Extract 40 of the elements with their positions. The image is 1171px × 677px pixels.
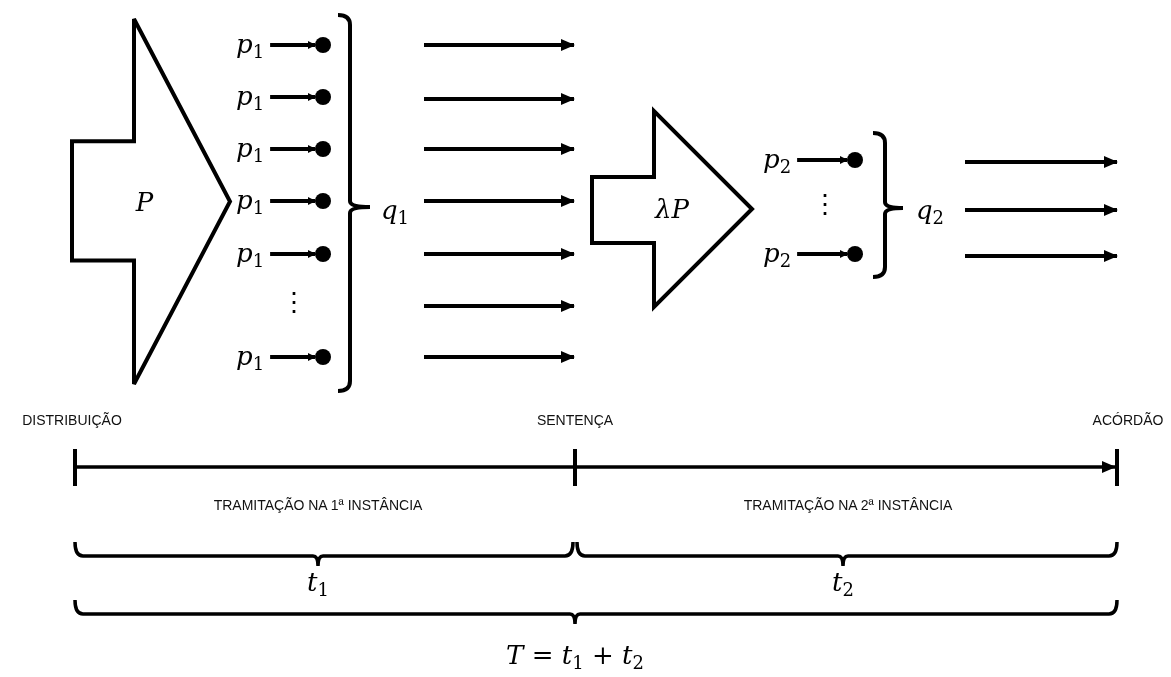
- ellipsis-mark: ⋮: [812, 191, 838, 217]
- phase-label: TRAMITAÇÃO NA 2ª INSTÂNCIA: [743, 497, 953, 513]
- math-label: p$_{2}$: [763, 146, 792, 172]
- stage-label: ACÓRDÃO: [1092, 412, 1164, 428]
- math-label: P: [135, 188, 154, 215]
- math-label: p$_{2}$: [763, 240, 792, 266]
- math-label: q$_{2}$: [915, 197, 945, 223]
- arrow: [270, 353, 316, 361]
- arrow: [797, 250, 848, 258]
- stage-label: SENTENÇA: [536, 412, 614, 428]
- math-label: p$_{1}$: [236, 31, 265, 57]
- dot: [315, 349, 331, 365]
- dot: [847, 246, 863, 262]
- stage-label: DISTRIBUIÇÃO: [22, 412, 122, 428]
- dot: [315, 193, 331, 209]
- dot: [847, 152, 863, 168]
- block-arrow: [590, 109, 754, 309]
- dot: [315, 89, 331, 105]
- math-label: t$_{1}$: [307, 569, 329, 595]
- dot: [315, 141, 331, 157]
- math-label: p$_{1}$: [236, 135, 265, 161]
- ellipsis-mark: ⋮: [281, 289, 307, 315]
- math-label: p$_{1}$: [236, 83, 265, 109]
- arrow: [797, 156, 848, 164]
- arrow: [270, 197, 316, 205]
- dot: [315, 246, 331, 262]
- dot: [315, 37, 331, 53]
- arrow: [270, 93, 316, 101]
- block-arrow: [70, 17, 232, 386]
- math-label: t$_{2}$: [832, 569, 854, 595]
- arrow: [270, 41, 316, 49]
- math-label: λP: [655, 196, 689, 222]
- formula: T = t$_{1}$ + t$_{2}$: [506, 642, 644, 668]
- math-label: p$_{1}$: [236, 240, 265, 266]
- math-label: q$_{1}$: [380, 197, 410, 223]
- phase-label: TRAMITAÇÃO NA 1ª INSTÂNCIA: [213, 497, 423, 513]
- math-label: p$_{1}$: [236, 343, 265, 369]
- math-label: p$_{1}$: [236, 187, 265, 213]
- arrow: [270, 145, 316, 153]
- arrow: [270, 250, 316, 258]
